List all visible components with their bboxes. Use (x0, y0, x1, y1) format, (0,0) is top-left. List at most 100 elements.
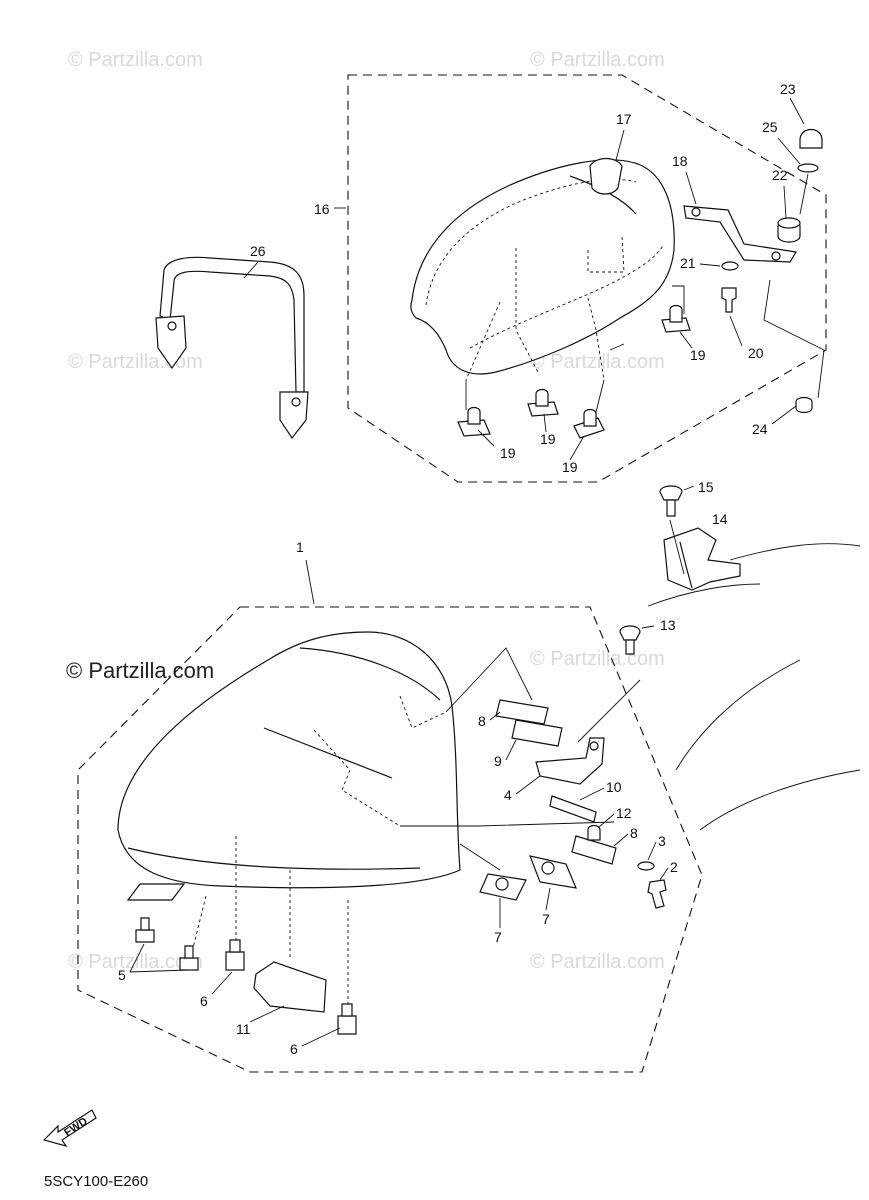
assembly-boundary-16 (347, 74, 827, 483)
callout-25: 25 (762, 119, 778, 135)
washer-21 (721, 261, 739, 271)
watermark-text: © Partzilla.com (530, 648, 665, 670)
strap-end-plate (279, 391, 309, 440)
callout-11: 11 (236, 1021, 251, 1037)
leader-line (305, 559, 315, 605)
leader-line (609, 343, 625, 351)
callout-19: 19 (500, 445, 516, 461)
callout-5: 5 (118, 967, 126, 983)
callout-14: 14 (712, 511, 728, 527)
callout-4: 4 (504, 787, 512, 803)
callout-19: 19 (690, 347, 706, 363)
callout-15: 15 (698, 479, 714, 495)
clip-7 (529, 855, 577, 889)
spacer-12 (587, 824, 601, 841)
damper-6 (337, 1003, 357, 1035)
leader-line (211, 971, 233, 995)
leader-line (763, 279, 825, 399)
leader-line (789, 97, 805, 125)
leader-line (669, 519, 685, 575)
clip-19 (573, 408, 605, 439)
strap-hole (167, 321, 177, 331)
pin-5 (135, 917, 155, 943)
callout-1: 1 (296, 539, 304, 555)
callout-7: 7 (542, 911, 550, 927)
callout-18: 18 (672, 153, 688, 169)
clip-19 (527, 388, 559, 417)
washer-25 (797, 163, 819, 173)
leader-line (505, 739, 517, 761)
bracket-edge (679, 541, 693, 589)
bracket-18 (683, 205, 797, 263)
callout-13: 13 (660, 617, 676, 633)
leader-line (569, 435, 585, 461)
leader-line (400, 821, 615, 827)
callout-19: 19 (562, 459, 578, 475)
grab-handle-17 (589, 157, 623, 195)
leader-line (685, 171, 697, 205)
leader-hidden (313, 729, 401, 827)
leader-line (597, 813, 615, 829)
cap-nut-23 (799, 128, 823, 149)
fwd-arrow-icon: FWD (42, 1109, 97, 1148)
callout-16: 16 (314, 201, 330, 217)
leader-line (545, 887, 551, 911)
leader-line (543, 413, 547, 433)
grommet-top (777, 217, 801, 229)
watermark-text: © Partzilla.com (530, 49, 665, 71)
leader-line (301, 1027, 341, 1047)
seat-crease (263, 727, 393, 779)
plate-8 (495, 699, 549, 725)
callout-10: 10 (606, 779, 622, 795)
leader-line (729, 315, 743, 347)
seat-crease (127, 847, 421, 870)
callout-6: 6 (200, 993, 208, 1009)
callout-6: 6 (290, 1041, 298, 1057)
pin-5 (179, 945, 199, 971)
frame-line (729, 543, 861, 561)
leader-line (799, 173, 809, 215)
seat-stitch-line (469, 243, 665, 349)
leader-line (459, 843, 501, 871)
leader-line (647, 841, 657, 861)
plate-9 (511, 719, 563, 747)
bracket-hole (771, 251, 781, 261)
callout-20: 20 (748, 345, 764, 361)
screw-15-shank (666, 499, 676, 517)
callout-22: 22 (772, 167, 788, 183)
leader-line (777, 137, 801, 165)
strap-hole (291, 397, 301, 407)
callout-labels: 1 2 3 4 5 6 6 7 7 8 8 9 10 11 12 13 14 1… (118, 81, 805, 1057)
seat-crease (299, 647, 441, 701)
callout-8: 8 (630, 825, 638, 841)
callout-26: 26 (250, 243, 266, 259)
passenger-seat (410, 159, 675, 375)
nut-24 (795, 396, 813, 414)
leader-line (477, 429, 495, 447)
bracket-hole (691, 207, 701, 217)
leader-line (129, 943, 189, 973)
grab-strap-26 (155, 256, 309, 440)
leader-line (771, 405, 797, 425)
leader-line (515, 775, 541, 795)
frame-line (675, 659, 801, 771)
strap-end-plate (155, 315, 187, 370)
callout-3: 3 (658, 833, 666, 849)
callout-9: 9 (494, 753, 502, 769)
frame-line (647, 583, 761, 607)
clip-19 (661, 304, 691, 333)
frame-mount-parts (619, 485, 861, 831)
callout-7: 7 (494, 929, 502, 945)
watermark-text: © Partzilla.com (530, 951, 665, 973)
washer-3 (637, 861, 655, 871)
leader-line (672, 285, 685, 314)
leader-line (615, 129, 625, 161)
callout-21: 21 (680, 255, 696, 271)
watermark-text: © Partzilla.com (530, 351, 665, 373)
seat-stitch-line (425, 179, 637, 306)
seat-tab (126, 883, 186, 901)
callout-24: 24 (752, 421, 768, 437)
clip-7 (479, 873, 527, 901)
plate-8 (571, 835, 617, 865)
